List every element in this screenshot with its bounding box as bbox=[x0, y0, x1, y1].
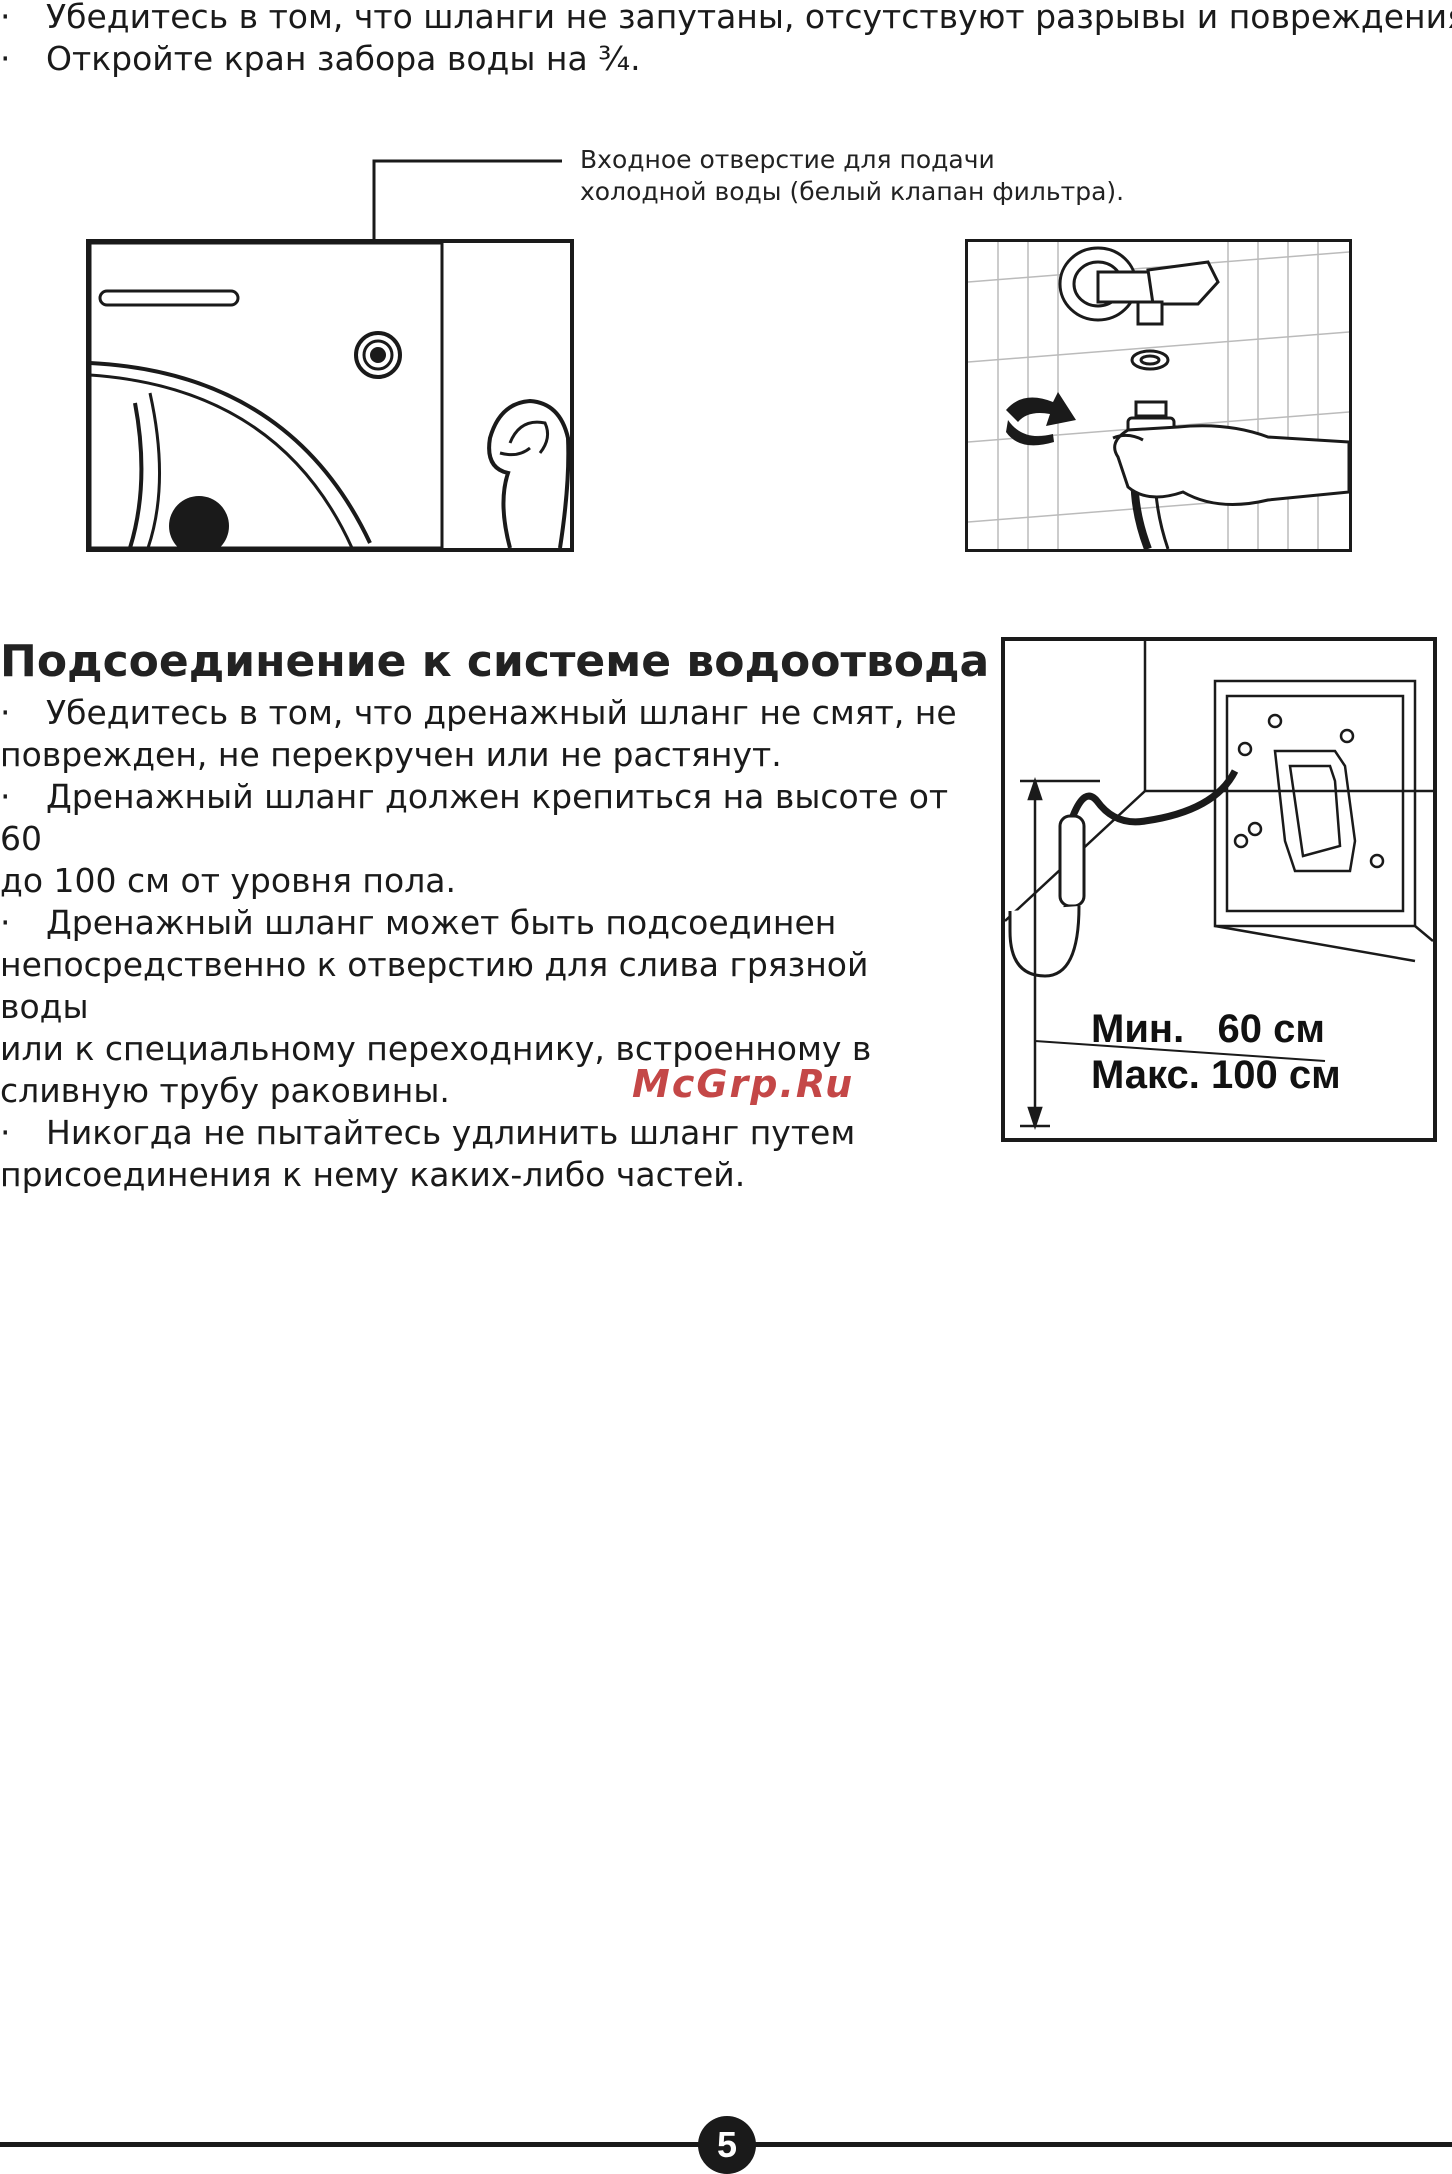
tap-connection-illustration bbox=[968, 242, 1349, 549]
bullet-open-tap: · Откройте кран забора воды на ¾. bbox=[0, 38, 641, 80]
drain-paragraph-not-kinked: · Убедитесь в том, что дренажный шланг не… bbox=[0, 692, 960, 776]
bullet-marker: · bbox=[0, 777, 11, 816]
paragraph-line: сливную трубу раковины. bbox=[0, 1071, 450, 1110]
drain-paragraph-connection: ·Дренажный шланг может быть подсоединен … bbox=[0, 902, 960, 1112]
drain-section-body: · Убедитесь в том, что дренажный шланг не… bbox=[0, 692, 960, 1196]
bullet-text: Откройте кран забора воды на ¾. bbox=[46, 39, 641, 78]
paragraph-line: поврежден, не перекручен или не растянут… bbox=[0, 735, 782, 774]
paragraph-first-line: Дренажный шланг может быть подсоединен bbox=[46, 903, 837, 942]
bullet-marker: · bbox=[0, 0, 11, 36]
tap-connection-figure bbox=[965, 239, 1352, 552]
machine-rear-illustration bbox=[90, 243, 570, 548]
drain-hose-figure: Мин. 60 см Макс. 100 см bbox=[1001, 637, 1437, 1142]
standpipe-icon bbox=[1008, 814, 1086, 978]
paragraph-line: или к специальному переходнику, встроенн… bbox=[0, 1029, 872, 1068]
bullet-check-hoses: · Убедитесь в том, что шланги не запутаны… bbox=[0, 0, 1452, 38]
paragraph-first-line: Никогда не пытайтесь удлинить шланг путе… bbox=[46, 1113, 856, 1152]
bullet-text: Убедитесь в том, что шланги не запутаны,… bbox=[46, 0, 1452, 36]
inlet-valve-icon bbox=[354, 331, 402, 379]
bullet-marker: · bbox=[0, 693, 11, 732]
hand-holding-hose-icon bbox=[1112, 424, 1349, 506]
drain-paragraph-height: ·Дренажный шланг должен крепиться на выс… bbox=[0, 776, 960, 902]
machine-rear-figure bbox=[86, 239, 574, 552]
washer-icon bbox=[1130, 349, 1170, 371]
paragraph-first-line: Убедитесь в том, что дренажный шланг не … bbox=[46, 693, 957, 732]
paragraph-line: до 100 см от уровня пола. bbox=[0, 861, 457, 900]
inlet-callout-line-2: холодной воды (белый клапан фильтра). bbox=[580, 177, 1125, 206]
max-height-label: Макс. 100 см bbox=[1091, 1053, 1341, 1097]
bullet-marker: · bbox=[0, 1113, 11, 1152]
drain-paragraph-no-extension: · Никогда не пытайтесь удлинить шланг пут… bbox=[0, 1112, 960, 1196]
drain-hose-icon bbox=[1065, 769, 1239, 872]
bullet-marker: · bbox=[0, 39, 11, 78]
drain-hose-illustration bbox=[1005, 641, 1433, 1130]
page-number: 5 bbox=[698, 2116, 756, 2174]
paragraph-first-line: Дренажный шланг должен крепиться на высо… bbox=[0, 777, 949, 858]
paragraph-line: непосредственно к отверстию для слива гр… bbox=[0, 945, 869, 1026]
tap-valve-icon bbox=[1058, 246, 1220, 326]
inlet-callout-line-1: Входное отверстие для подачи bbox=[580, 145, 995, 174]
inlet-callout: Входное отверстие для подачи холодной во… bbox=[580, 144, 1124, 208]
paragraph-line: присоединения к нему каких-либо частей. bbox=[0, 1155, 746, 1194]
rotate-arrow-icon bbox=[1006, 392, 1076, 446]
watermark: McGrp.Ru bbox=[632, 1062, 855, 1106]
min-height-label: Мин. 60 см bbox=[1091, 1007, 1325, 1051]
bullet-marker: · bbox=[0, 903, 11, 942]
drain-section-title: Подсоединение к системе водоотвода bbox=[0, 636, 990, 687]
height-dimension-arrow bbox=[1020, 777, 1326, 1130]
hand-icon bbox=[487, 398, 570, 548]
